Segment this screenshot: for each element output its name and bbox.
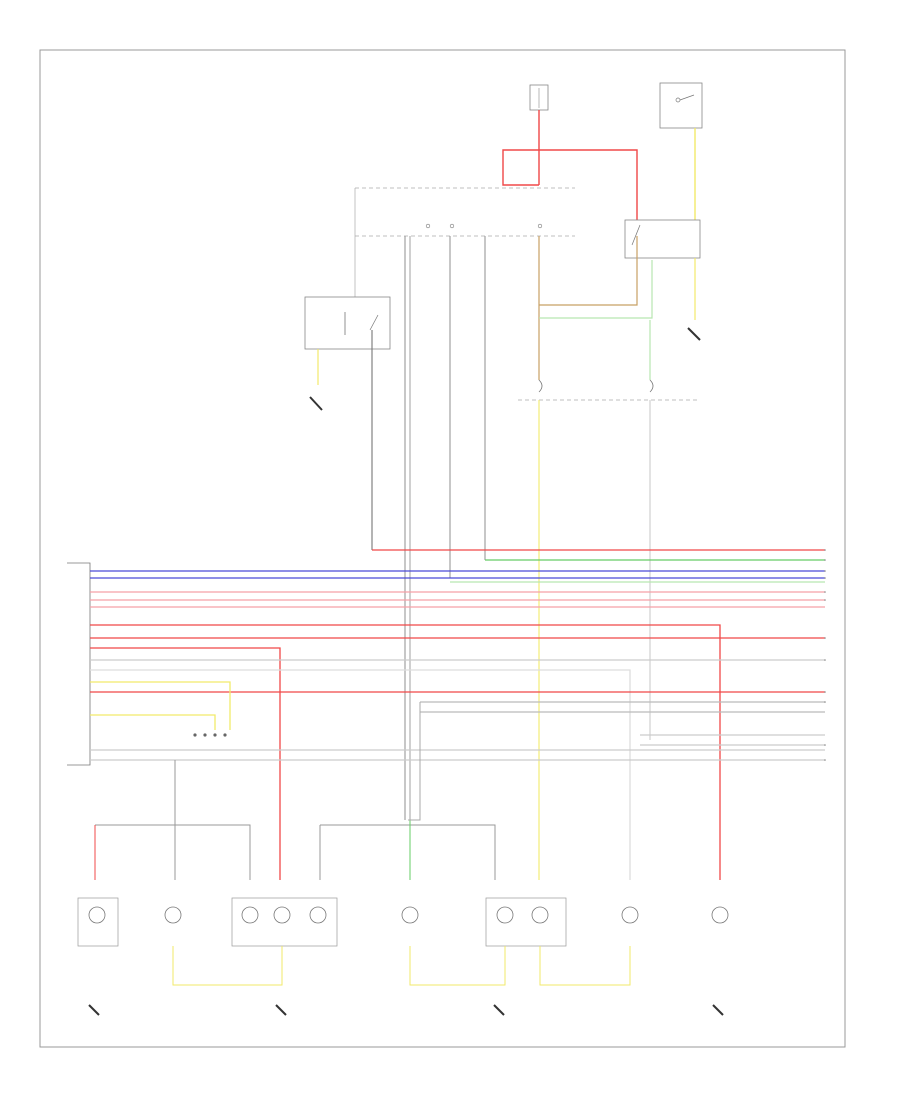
ground-relay [309, 349, 323, 411]
lamp [496, 906, 514, 924]
lamp-groups [77, 897, 567, 947]
lamp [273, 906, 291, 924]
ignition-switch [659, 82, 703, 129]
lamp-return-wires [172, 946, 631, 986]
switch-module [624, 219, 701, 259]
lamps [88, 906, 729, 924]
red-feed [502, 110, 638, 225]
light-switch [354, 187, 575, 300]
lamp [401, 906, 419, 924]
ground [493, 1004, 505, 1016]
vertical-wires [371, 236, 651, 880]
bus-wires [90, 549, 825, 880]
ground [88, 1004, 100, 1016]
lamp [531, 906, 549, 924]
connector-dots [193, 733, 227, 737]
fuse-hot-at-all-times [529, 84, 549, 111]
diagram-border [39, 49, 846, 1048]
lamp [164, 906, 182, 924]
ground [712, 1004, 724, 1016]
bus-terminals [824, 549, 826, 761]
fuse-block-lower [518, 379, 700, 401]
lamp [621, 906, 639, 924]
ground-symbols [88, 1004, 724, 1016]
lamp [309, 906, 327, 924]
lamp-feed-wires [94, 702, 496, 880]
harness-connector [67, 562, 91, 766]
lamp [711, 906, 729, 924]
relay-left [304, 296, 391, 350]
lamp [88, 906, 106, 924]
mid-wires [538, 236, 701, 380]
lamp [241, 906, 259, 924]
ground [275, 1004, 287, 1016]
